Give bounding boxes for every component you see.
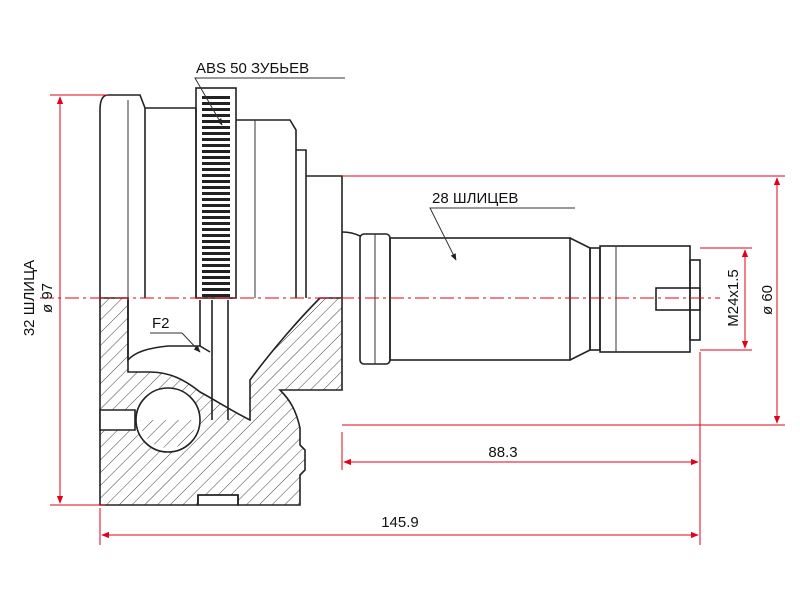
abs-tooth <box>202 288 230 291</box>
abs-tooth <box>202 168 230 171</box>
abs-tooth <box>202 186 230 189</box>
splines-shaft-label: 28 ШЛИЦЕВ <box>432 190 518 207</box>
abs-tooth <box>202 108 230 111</box>
abs-tooth <box>202 180 230 183</box>
abs-tooth <box>202 258 230 261</box>
abs-tooth <box>202 216 230 219</box>
leaders <box>150 77 575 353</box>
abs-tooth <box>202 174 230 177</box>
section-view <box>99 297 343 506</box>
abs-tooth <box>202 204 230 207</box>
f2-label: F2 <box>152 315 170 332</box>
abs-tooth <box>202 234 230 237</box>
abs-tooth <box>202 198 230 201</box>
abs-tooth <box>202 96 230 99</box>
abs-tooth <box>202 102 230 105</box>
dia-seal-label: ø 60 <box>759 285 776 315</box>
abs-tooth <box>202 276 230 279</box>
abs-tooth <box>202 120 230 123</box>
splines-hub-label: 32 ШЛИЦА <box>21 260 38 336</box>
abs-tooth <box>202 162 230 165</box>
abs-tooth <box>202 156 230 159</box>
abs-tooth <box>202 294 230 297</box>
abs-tooth <box>202 222 230 225</box>
abs-ring <box>195 87 237 299</box>
abs-tooth <box>202 240 230 243</box>
dimensions <box>50 94 785 545</box>
thread-label: M24x1.5 <box>725 269 742 327</box>
housing-step <box>236 119 343 298</box>
abs-tooth <box>202 210 230 213</box>
abs-tooth <box>202 252 230 255</box>
abs-tooth <box>202 282 230 285</box>
abs-tooth <box>202 138 230 141</box>
abs-tooth <box>202 192 230 195</box>
abs-tooth <box>202 228 230 231</box>
abs-tooth <box>202 264 230 267</box>
stub-shaft <box>341 231 701 365</box>
outer-housing <box>99 94 197 298</box>
len-shaft-label: 88.3 <box>488 444 517 461</box>
abs-tooth <box>202 150 230 153</box>
abs-tooth <box>202 132 230 135</box>
len-total-label: 145.9 <box>381 514 419 531</box>
abs-tooth <box>202 270 230 273</box>
abs-tooth <box>202 144 230 147</box>
abs-tooth <box>202 126 230 129</box>
abs-teeth <box>202 96 230 297</box>
abs-tooth <box>202 246 230 249</box>
abs-label: ABS 50 ЗУБЬЕВ <box>196 60 309 77</box>
dia-outer-label: ø 97 <box>39 283 56 313</box>
